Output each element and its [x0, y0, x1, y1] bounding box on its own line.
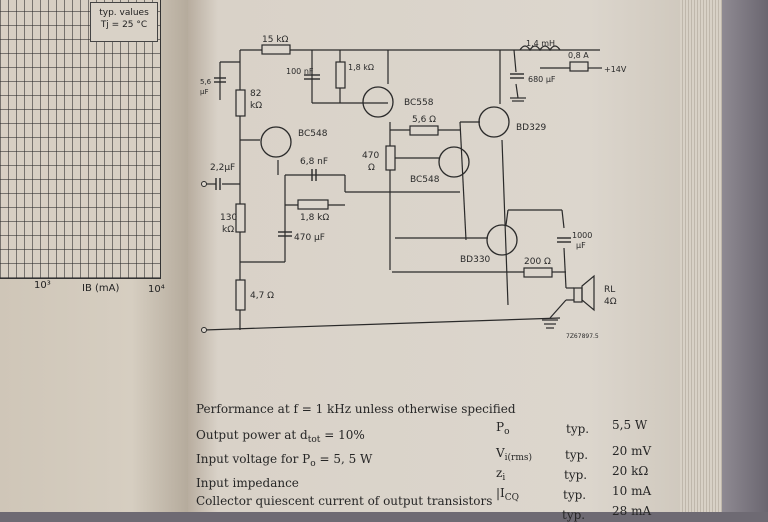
svg-text:kΩ: kΩ: [222, 225, 234, 235]
svg-text:1000: 1000: [572, 231, 592, 240]
svg-text:+14V: +14V: [604, 65, 627, 74]
spec-label: Input voltage for Po = 5, 5 W: [196, 452, 373, 469]
spec-heading: Performance at f = 1 kHz unless otherwis…: [196, 402, 516, 416]
transistor-q2: [362, 86, 394, 118]
speaker-icon: [581, 274, 595, 312]
svg-text:1,8 kΩ: 1,8 kΩ: [348, 63, 374, 72]
svg-text:15 kΩ: 15 kΩ: [262, 35, 289, 45]
svg-text:BC548: BC548: [410, 175, 440, 185]
axis-tick-right: 10⁴: [148, 284, 165, 295]
background-surface: [722, 0, 768, 512]
svg-text:kΩ: kΩ: [250, 101, 262, 111]
schematic-resistors: [235, 44, 589, 311]
log-graph-grid: [0, 0, 161, 279]
spec-kind: typ.: [566, 422, 590, 436]
schematic-transistors: [260, 86, 518, 256]
svg-text:4,7 Ω: 4,7 Ω: [250, 291, 274, 301]
transistor-q4: [438, 146, 470, 178]
svg-text:5,6: 5,6: [200, 78, 212, 86]
svg-text:µF: µF: [200, 88, 208, 96]
left-page: typ. values Tj = 25 °C 10³ IB (mA) 10⁴: [0, 0, 188, 512]
svg-text:5,6 Ω: 5,6 Ω: [412, 115, 436, 125]
svg-text:BD330: BD330: [460, 255, 491, 265]
svg-text:470 µF: 470 µF: [294, 233, 325, 243]
spec-value: 20 kΩ: [612, 464, 649, 478]
spec-kind: typ.: [564, 468, 588, 482]
schematic-capacitors: [214, 73, 571, 243]
ground-terminal: [201, 327, 207, 333]
svg-text:1,4 mH: 1,4 mH: [526, 39, 555, 48]
legend-line-2: Tj = 25 °C: [100, 20, 148, 30]
svg-text:4Ω: 4Ω: [604, 297, 617, 307]
svg-text:470: 470: [362, 151, 379, 161]
svg-text:µF: µF: [576, 241, 586, 250]
spec-kind: typ.: [565, 448, 589, 462]
svg-text:BD329: BD329: [516, 123, 547, 133]
svg-text:7Z67897.5: 7Z67897.5: [566, 333, 599, 340]
svg-text:0,8 A: 0,8 A: [568, 51, 589, 60]
spec-label: Collector quiescent current of output tr…: [196, 494, 493, 508]
axis-label: IB (mA): [82, 283, 120, 294]
svg-text:BC548: BC548: [298, 129, 328, 139]
schematic-labels: 15 kΩ 100 nF 1,8 kΩ 1,4 mH 0,8 A +14V 68…: [200, 35, 627, 340]
svg-text:130: 130: [220, 213, 237, 223]
input-terminal: [201, 181, 207, 187]
spec-value: 28 mA: [612, 504, 652, 518]
spec-symbol: Vi(rms): [496, 446, 533, 463]
spec-symbol: zi: [496, 466, 506, 483]
svg-text:1,8 kΩ: 1,8 kΩ: [300, 213, 329, 223]
schematic-wires: [203, 49, 602, 331]
right-page: [188, 0, 688, 512]
svg-text:BC558: BC558: [404, 98, 434, 108]
graph-legend-box: typ. values Tj = 25 °C: [90, 2, 158, 42]
transistor-q3: [478, 106, 510, 138]
transistor-q5: [486, 224, 518, 256]
spec-symbol: |ICQ: [496, 486, 520, 503]
spec-symbol: Po: [496, 420, 510, 437]
svg-text:680 µF: 680 µF: [528, 75, 556, 84]
spec-value: 10 mA: [612, 484, 652, 498]
page-edge-stack: [680, 0, 728, 512]
axis-tick-left: 10³: [34, 280, 51, 291]
svg-text:82: 82: [250, 89, 261, 99]
svg-text:100 nF: 100 nF: [286, 67, 314, 76]
spec-value: 20 mV: [612, 444, 652, 458]
svg-text:RL: RL: [604, 285, 615, 295]
svg-text:Ω: Ω: [368, 163, 375, 173]
spec-kind: typ.: [563, 488, 587, 502]
svg-text:200 Ω: 200 Ω: [524, 257, 551, 267]
svg-text:6,8 nF: 6,8 nF: [300, 157, 328, 167]
spec-kind: typ.: [562, 508, 586, 522]
legend-line-1: typ. values: [99, 8, 149, 18]
svg-text:2,2µF: 2,2µF: [210, 163, 235, 173]
spec-label: Output power at dtot = 10%: [196, 428, 365, 445]
transistor-q1: [260, 126, 292, 158]
spec-value: 5,5 W: [612, 418, 648, 432]
spec-label: Input impedance: [196, 476, 299, 490]
inductor-coil: [519, 45, 561, 52]
